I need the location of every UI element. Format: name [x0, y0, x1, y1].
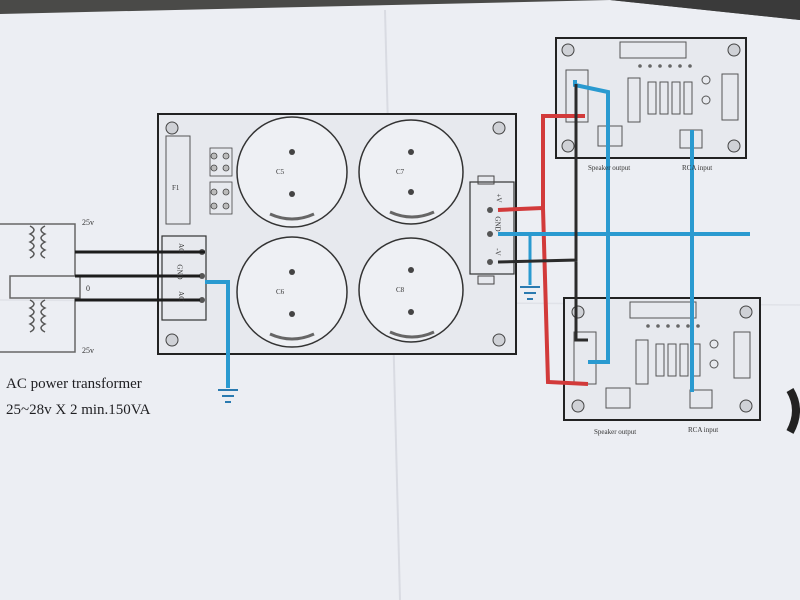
tap-bottom-label: 25v	[82, 346, 94, 355]
positive-wire	[497, 114, 589, 386]
input-gnd: GND	[175, 264, 184, 280]
ground-bus-wire	[498, 80, 750, 392]
input-ac-2: AC	[176, 291, 185, 301]
transformer-label: AC power transformer	[6, 376, 142, 392]
c8-label: C8	[396, 286, 405, 294]
negative-wire	[497, 84, 588, 342]
amp-bottom-rca-input-label: RCA input	[688, 426, 719, 434]
fuse-label: F1	[172, 184, 180, 192]
c5-label: C5	[276, 168, 285, 176]
tap-top-label: 25v	[82, 218, 94, 227]
paper-shadow	[560, 0, 800, 20]
output-plus-v: +V	[494, 193, 503, 203]
output-gnd: GND	[493, 216, 502, 232]
earth-symbol-right	[520, 286, 540, 300]
capacitor-c8	[358, 237, 464, 343]
capacitor-c6	[236, 236, 348, 348]
amp-board-top	[555, 37, 747, 159]
amp-board-bottom	[563, 297, 761, 421]
cable-coil	[786, 387, 800, 434]
ac-wires	[75, 250, 205, 302]
transformer-spec: 25~28v X 2 min.150VA	[6, 402, 151, 418]
amp-top-speaker-output-label: Speaker output	[588, 164, 631, 172]
transformer-symbol	[0, 223, 81, 353]
tap-mid-label: 0	[86, 284, 90, 293]
amp-bottom-speaker-output-label: Speaker output	[594, 428, 637, 436]
input-ac-1: AC	[176, 243, 185, 253]
output-minus-v: -V	[493, 248, 502, 256]
c6-label: C6	[276, 288, 285, 296]
c7-label: C7	[396, 168, 405, 176]
psu-board	[157, 113, 517, 355]
capacitor-c7	[358, 119, 464, 225]
amp-top-rca-input-label: RCA input	[682, 164, 713, 172]
earth-symbol-left	[218, 389, 238, 403]
input-ground-wire	[205, 280, 230, 388]
capacitor-c5	[236, 116, 348, 228]
